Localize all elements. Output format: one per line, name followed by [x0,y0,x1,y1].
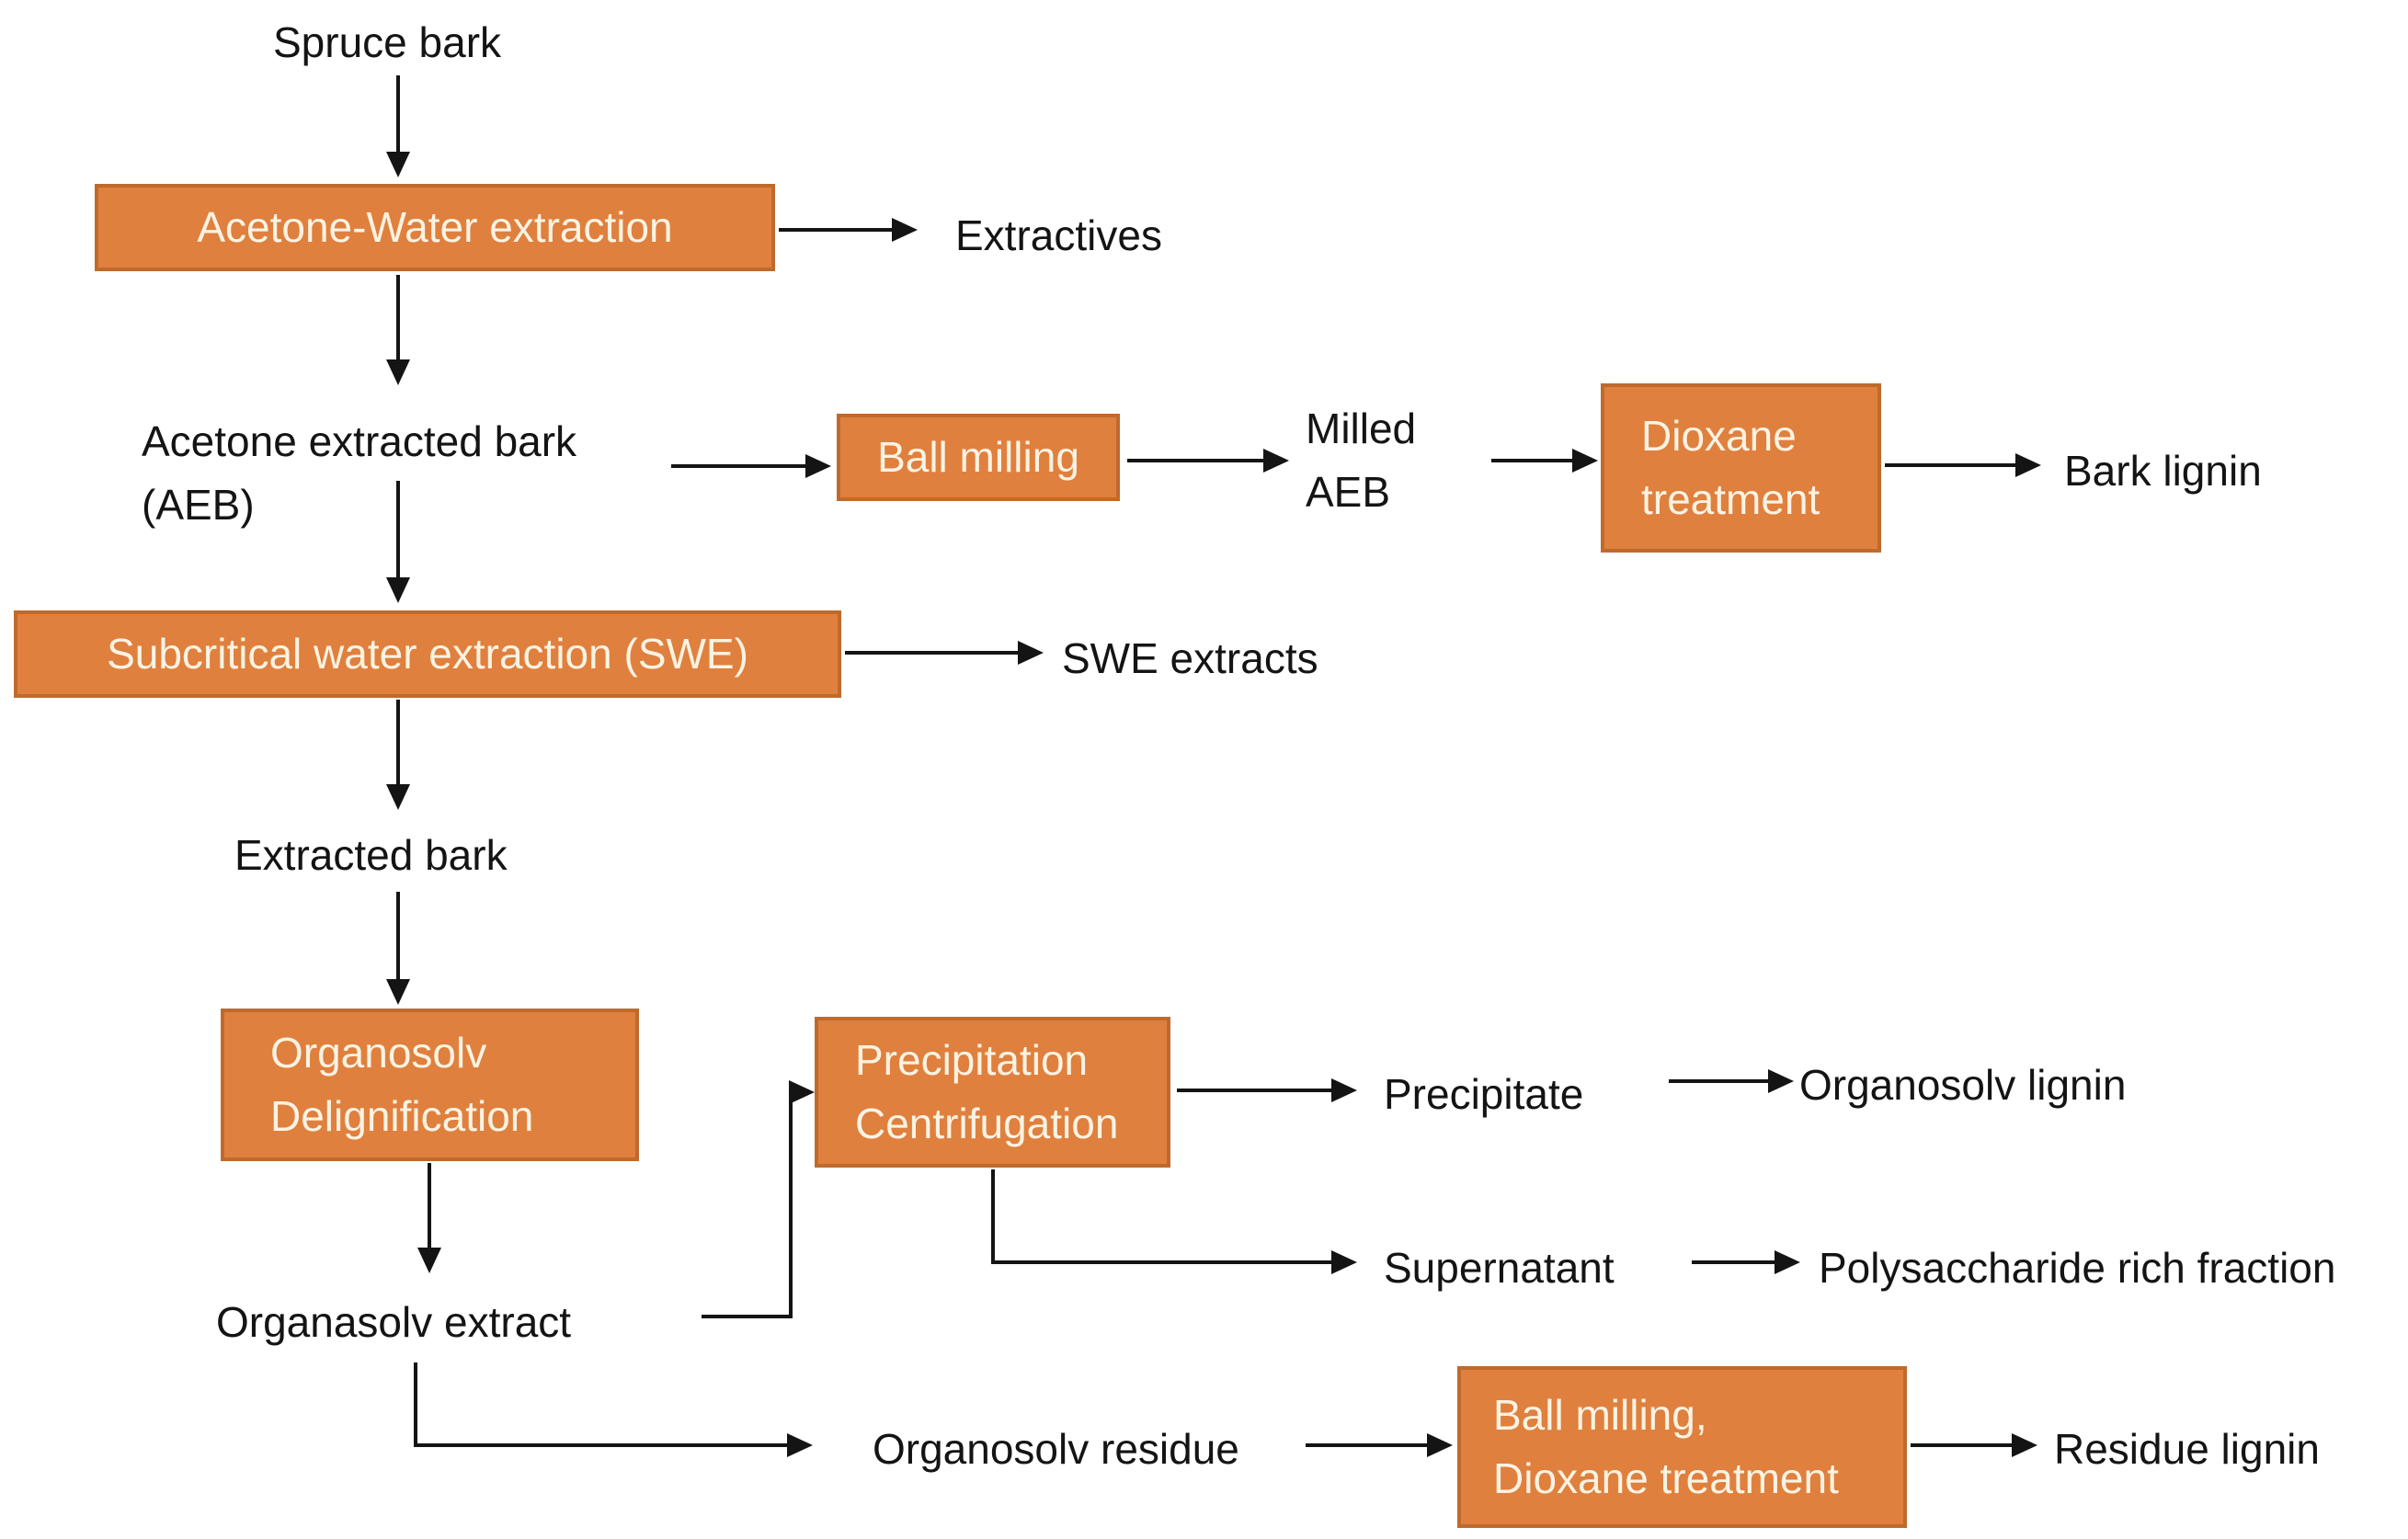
extracted-bark-label: Extracted bark [234,831,508,879]
arrow-line [396,700,400,786]
arrow-head-icon [417,1248,441,1273]
bark-lignin-label: Bark lignin [2064,447,2262,495]
supernatant-label: Supernatant [1384,1244,1615,1292]
subcritical-water-extraction-box: Subcritical water extraction (SWE) [14,610,841,698]
arrow-head-icon [1331,1250,1357,1274]
arrow-line [1177,1089,1333,1092]
arrow-line [671,464,807,468]
arrow-line [845,651,1020,655]
arrow-line [702,1315,793,1318]
arrow-line [1911,1443,2014,1447]
arrow-head-icon [386,784,410,810]
arrow-head-icon [805,454,831,478]
arrow-head-icon [386,577,410,603]
arrow-line [1692,1260,1776,1264]
arrow-head-icon [1768,1069,1794,1093]
arrow-head-icon [386,359,410,385]
arrow-line [414,1443,789,1447]
ball-milling-box: Ball milling [837,414,1120,501]
arrow-head-icon [2012,1433,2037,1457]
arrow-line [396,275,400,361]
arrow-head-icon [787,1433,813,1457]
precipitate-label: Precipitate [1384,1070,1584,1118]
arrow-line [1491,459,1574,462]
precipitation-centrifugation-box: Precipitation Centrifugation [815,1017,1170,1168]
residue-lignin-label: Residue lignin [2054,1425,2320,1473]
arrow-head-icon [386,979,410,1005]
arrow-line [991,1260,1333,1264]
acetone-extracted-bark-label: Acetone extracted bark (AEB) [142,417,577,529]
arrow-line [396,892,400,981]
arrow-line [396,75,400,154]
arrow-head-icon [1018,641,1044,665]
organosolv-residue-label: Organosolv residue [873,1425,1239,1473]
arrow-head-icon [386,152,410,177]
arrow-head-icon [1572,449,1598,473]
arrow-head-icon [2015,453,2041,477]
polysaccharide-rich-fraction-label: Polysaccharide rich fraction [1819,1244,2336,1292]
acetone-water-extraction-box: Acetone-Water extraction [95,184,775,271]
arrow-line [396,481,400,579]
milled-aeb-label: Milled AEB [1306,405,1417,516]
spruce-bark-label: Spruce bark [273,18,502,66]
ball-milling-dioxane-treatment-box: Ball milling, Dioxane treatment [1457,1366,1907,1528]
arrow-head-icon [789,1080,815,1104]
arrow-line [1127,459,1265,462]
organosolv-delignification-box: Organosolv Delignification [221,1009,639,1161]
arrow-line [1885,463,2017,467]
arrow-head-icon [1331,1078,1357,1102]
arrow-line [1669,1079,1770,1083]
organosolv-lignin-label: Organosolv lignin [1799,1061,2127,1109]
arrow-line [789,1090,793,1318]
swe-extracts-label: SWE extracts [1062,634,1318,682]
arrow-line [414,1362,417,1447]
arrow-head-icon [892,218,918,242]
arrow-line [779,228,894,232]
arrow-line [991,1169,995,1264]
extractives-label: Extractives [955,211,1162,259]
arrow-line [428,1163,431,1249]
arrow-head-icon [1427,1433,1453,1457]
arrow-head-icon [1775,1250,1800,1274]
organasolv-extract-label: Organasolv extract [216,1298,572,1346]
dioxane-treatment-box: Dioxane treatment [1601,383,1881,553]
arrow-head-icon [1263,449,1289,473]
arrow-line [1306,1443,1429,1447]
